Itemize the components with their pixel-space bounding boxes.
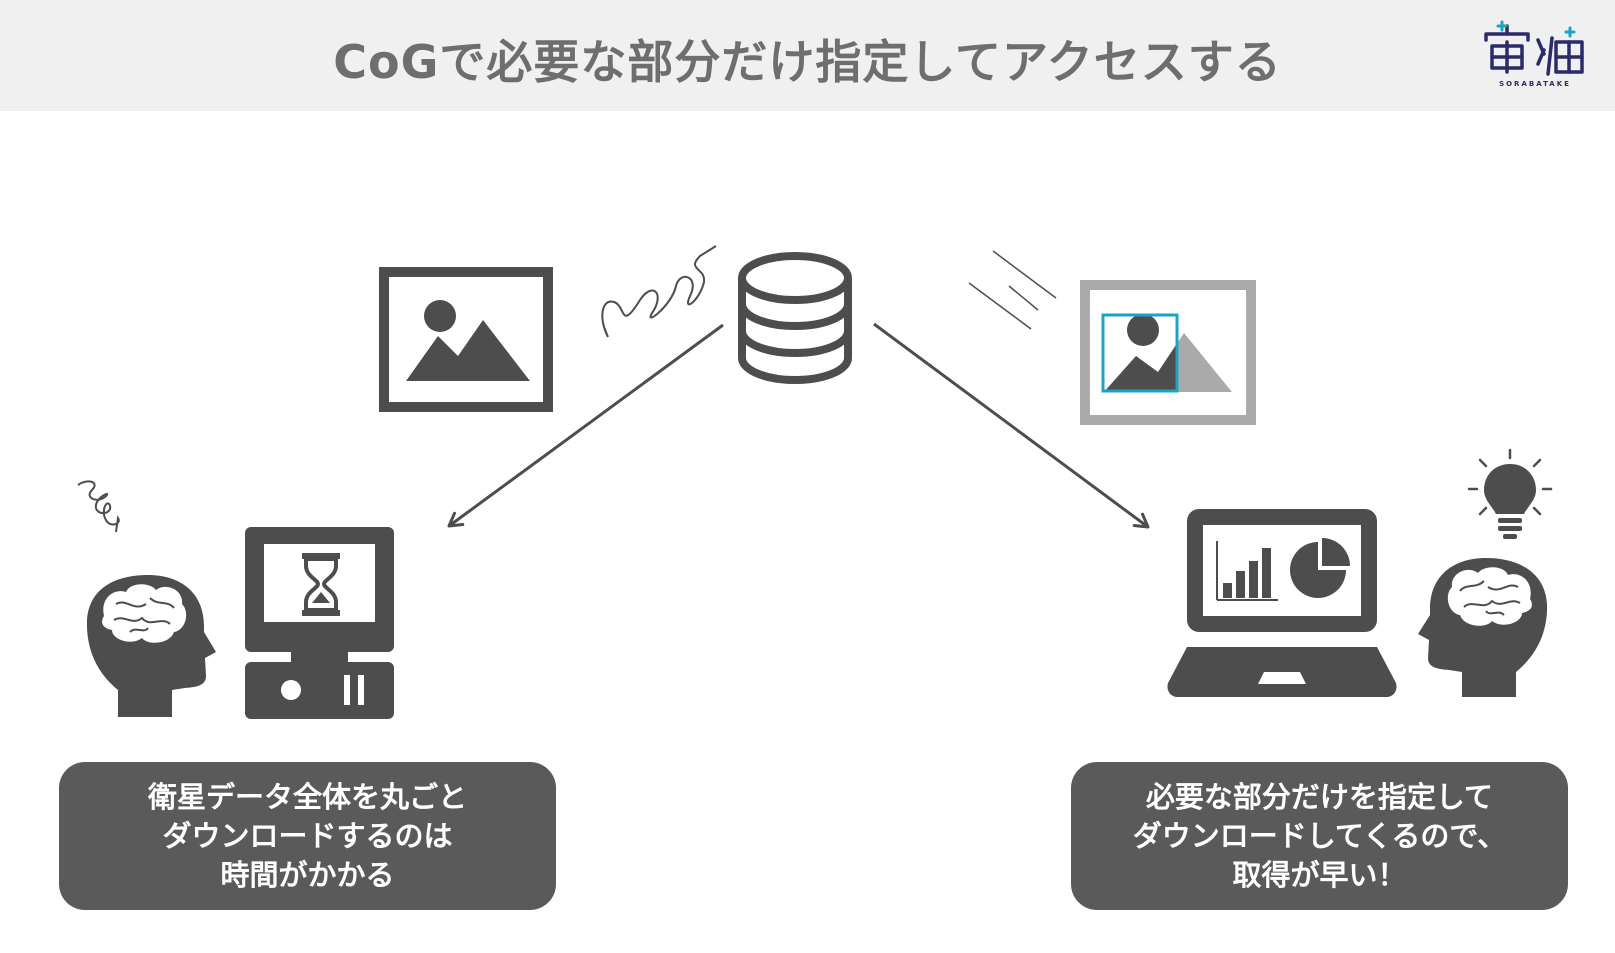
caption-left-line-2: ダウンロードするのは [162, 818, 453, 853]
caption-right-line-3: 取得が早い！ [1232, 857, 1407, 892]
caption-left-line-3: 時間がかかる [220, 857, 395, 892]
sorabatake-logo-mark [1484, 20, 1584, 76]
bar-chart-icon [1216, 541, 1278, 601]
page-title: CoGで必要な部分だけ指定してアクセスする [333, 35, 1282, 89]
arrow-left [447, 323, 724, 528]
speed-lines [968, 250, 1057, 330]
caption-left-line-1: 衛星データ全体を丸ごと [147, 779, 467, 814]
lightbulb-icon [1467, 448, 1553, 539]
caption-right-line-1: 必要な部分だけを指定して [1145, 779, 1494, 814]
caption-right: 必要な部分だけを指定して ダウンロードしてくるので、 取得が早い！ [1071, 762, 1568, 910]
human-head-brain-icon-left [86, 575, 216, 717]
sorabatake-logo: SORABATAKE [1482, 20, 1588, 94]
caption-right-line-2: ダウンロードしてくるので、 [1132, 818, 1507, 853]
laptop-icon [1167, 509, 1397, 697]
image-crop-icon [1080, 280, 1256, 425]
header-bar [0, 0, 1615, 111]
human-head-brain-icon-right [1418, 558, 1548, 697]
logo-text: SORABATAKE [1499, 80, 1571, 88]
database-icon [738, 252, 852, 384]
caption-left: 衛星データ全体を丸ごと ダウンロードするのは 時間がかかる [59, 762, 556, 910]
squiggle-scribble [601, 245, 717, 338]
image-icon [379, 267, 553, 412]
pie-chart-icon [1290, 538, 1350, 598]
squiggle-scribble-left [77, 480, 120, 533]
hourglass-icon [302, 553, 340, 616]
arrow-right [873, 322, 1150, 529]
